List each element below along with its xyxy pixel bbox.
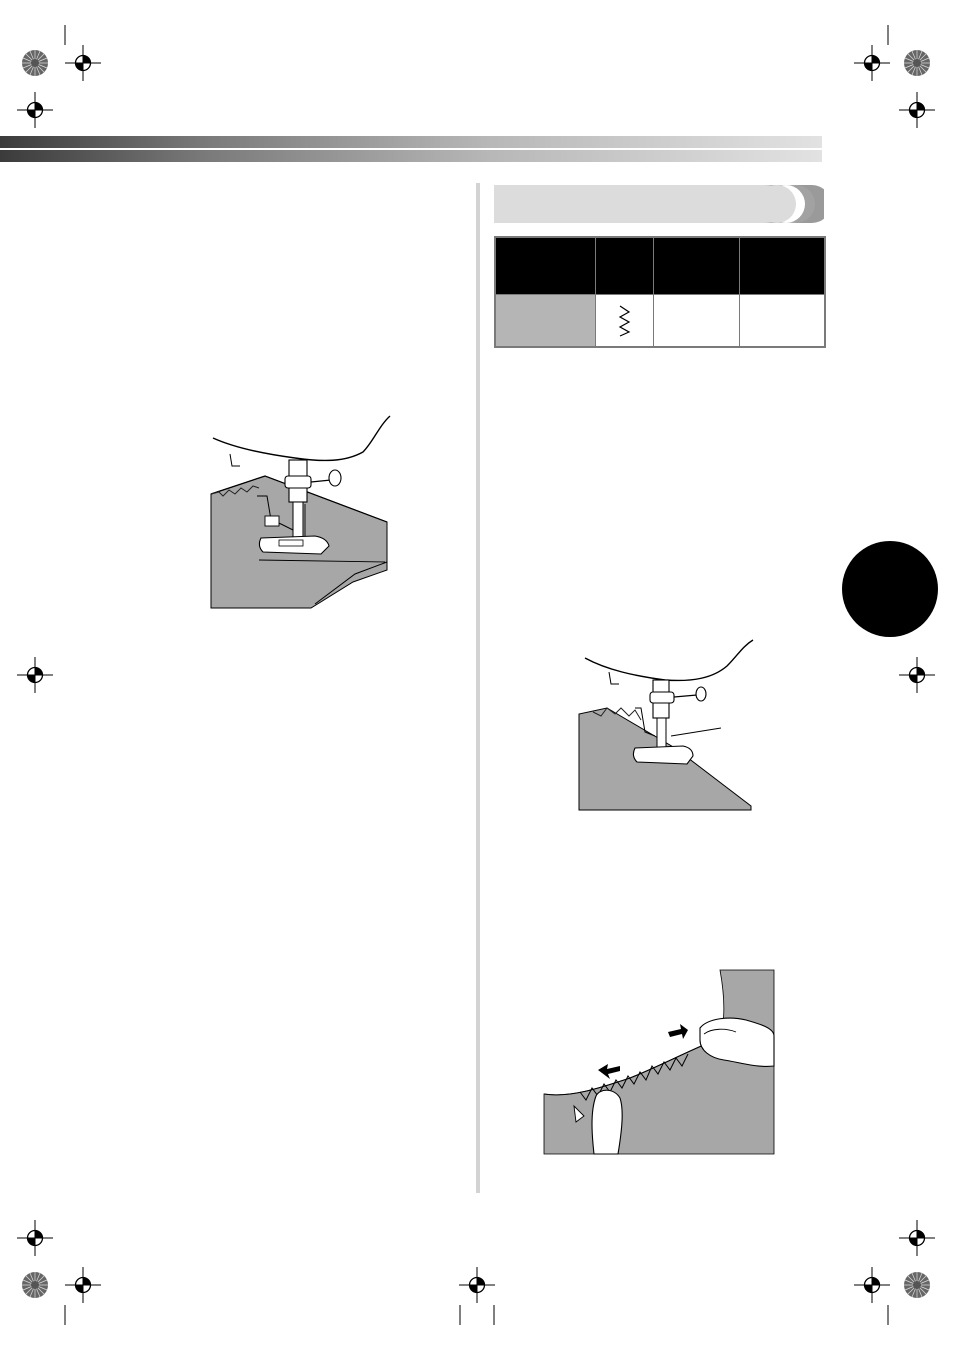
zigzag-stitch-icon (618, 305, 631, 337)
section-heading (494, 185, 824, 223)
table-row (494, 294, 826, 348)
header-application (494, 236, 596, 295)
table-header-row (494, 236, 826, 295)
header-stitch-length (738, 236, 826, 295)
cell-stitch-length (738, 294, 826, 348)
header-stitch-width (652, 236, 740, 295)
cell-stitch-width (652, 294, 740, 348)
hands-stretching-fabric-figure (543, 969, 775, 1155)
chapter-tab (842, 541, 938, 637)
header-stitch (594, 236, 654, 295)
column-divider (476, 183, 480, 1193)
sewing-machine-foot-figure (210, 415, 391, 609)
section-heading-pill (494, 185, 824, 223)
header-band (0, 136, 822, 162)
stitch-settings-table (494, 236, 826, 348)
cell-stitch (594, 294, 654, 348)
overcasting-machine-figure (578, 639, 754, 811)
cell-application (494, 294, 596, 348)
